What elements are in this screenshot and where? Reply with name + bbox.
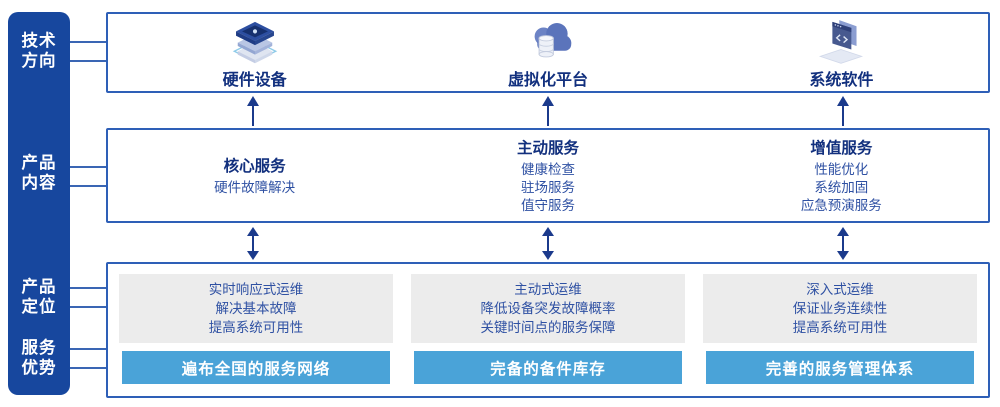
service-column-proactive: 主动服务 健康检查 驻场服务 值守服务	[401, 130, 694, 221]
service-column-title: 核心服务	[223, 158, 286, 175]
tech-item-software: 系统软件	[695, 14, 988, 91]
rail-label-line: 优势	[21, 359, 57, 377]
tech-item-label: 系统软件	[809, 72, 874, 89]
software-window-icon	[809, 15, 873, 65]
rail-label-line: 方向	[21, 52, 57, 70]
rail-label-line: 定位	[21, 298, 57, 316]
service-item: 健康检查	[520, 162, 575, 177]
connector-line	[70, 287, 106, 289]
connector-line	[70, 60, 106, 62]
positioning-panel: 实时响应式运维 解决基本故障 提高系统可用性	[119, 274, 393, 343]
category-rail: 技术方向 产品内容 产品定位 服务优势	[8, 12, 70, 395]
service-column-title: 主动服务	[516, 140, 579, 157]
connector-line	[70, 367, 106, 369]
positioning-line: 提高系统可用性	[208, 320, 304, 335]
advantage-bar: 完备的备件库存	[414, 351, 682, 384]
rail-label-service-advantage: 服务优势	[8, 338, 70, 378]
service-item: 硬件故障解决	[214, 180, 296, 195]
service-column-core: 核心服务 硬件故障解决	[108, 130, 401, 221]
positioning-line: 实时响应式运维	[208, 282, 304, 297]
service-item: 驻场服务	[520, 180, 575, 195]
positioning-column-proactive: 主动式运维 降低设备突发故障概率 关键时间点的服务保障 完备的备件库存	[411, 274, 685, 384]
positioning-column-realtime: 实时响应式运维 解决基本故障 提高系统可用性 遍布全国的服务网络	[119, 274, 393, 384]
service-column-title: 增值服务	[810, 140, 873, 157]
positioning-line: 保证业务连续性	[792, 301, 888, 316]
positioning-column-deep: 深入式运维 保证业务连续性 提高系统可用性 完善的服务管理体系	[703, 274, 977, 384]
positioning-line: 深入式运维	[806, 282, 874, 297]
tech-item-label: 硬件设备	[222, 72, 287, 89]
service-item: 值守服务	[520, 198, 575, 213]
cloud-database-icon	[516, 15, 580, 65]
positioning-line: 提高系统可用性	[792, 320, 888, 335]
arrow-up-icon	[246, 96, 260, 126]
service-column-value-added: 增值服务 性能优化 系统加固 应急预演服务	[695, 130, 988, 221]
arrow-up-icon	[836, 96, 850, 126]
positioning-line: 关键时间点的服务保障	[480, 320, 616, 335]
rail-label-product-content: 产品内容	[8, 153, 70, 193]
connector-line	[70, 166, 106, 168]
rail-label-line: 服务	[21, 339, 57, 357]
tech-direction-box: 硬件设备 虚拟化平台	[106, 12, 990, 93]
arrow-up-down-icon	[246, 227, 260, 260]
tech-item-hardware: 硬件设备	[108, 14, 401, 91]
service-item: 性能优化	[814, 162, 869, 177]
tech-item-label: 虚拟化平台	[507, 72, 588, 89]
advantage-bar: 完善的服务管理体系	[706, 351, 974, 384]
connector-line	[70, 41, 106, 43]
product-content-box: 核心服务 硬件故障解决 主动服务 健康检查 驻场服务 值守服务 增值服务 性能优…	[106, 128, 990, 223]
rail-label-line: 产品	[21, 154, 57, 172]
service-item: 系统加固	[814, 180, 869, 195]
rail-label-line: 产品	[21, 278, 57, 296]
positioning-panel: 深入式运维 保证业务连续性 提高系统可用性	[703, 274, 977, 343]
arrow-up-icon	[541, 96, 555, 126]
positioning-line: 解决基本故障	[215, 301, 297, 316]
tech-item-virtualization: 虚拟化平台	[401, 14, 694, 91]
positioning-line: 降低设备突发故障概率	[480, 301, 616, 316]
rail-label-tech-direction: 技术方向	[8, 31, 70, 71]
arrow-up-down-icon	[541, 227, 555, 260]
server-stack-icon	[223, 15, 287, 65]
service-item: 应急预演服务	[800, 198, 882, 213]
positioning-line: 主动式运维	[514, 282, 582, 297]
advantage-bar: 遍布全国的服务网络	[122, 351, 390, 384]
connector-line	[70, 348, 106, 350]
connector-line	[70, 185, 106, 187]
rail-label-product-positioning: 产品定位	[8, 277, 70, 317]
rail-label-line: 技术	[21, 32, 57, 50]
arrow-up-down-icon	[836, 227, 850, 260]
rail-label-line: 内容	[21, 174, 57, 192]
positioning-panel: 主动式运维 降低设备突发故障概率 关键时间点的服务保障	[411, 274, 685, 343]
connector-line	[70, 306, 106, 308]
positioning-box: 实时响应式运维 解决基本故障 提高系统可用性 遍布全国的服务网络 主动式运维 降…	[106, 262, 990, 398]
